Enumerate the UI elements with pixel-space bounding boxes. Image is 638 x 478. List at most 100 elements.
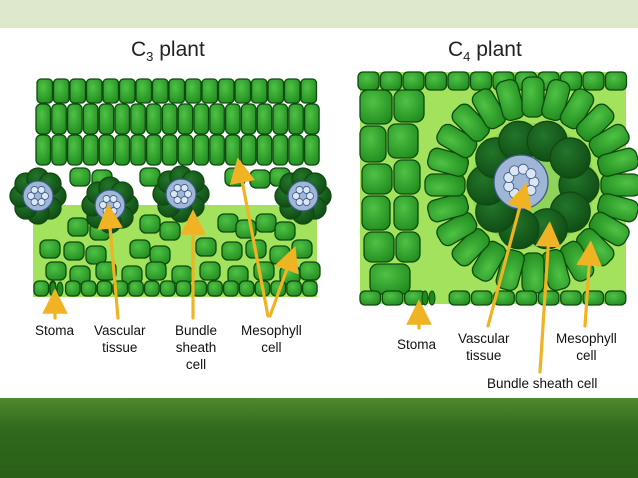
spongy-cell [217,213,239,233]
spongy-cell [159,221,181,241]
vascular-tissue [165,178,197,210]
spongy-cell [255,213,277,233]
epidermis-cell [604,71,628,91]
epidermis-cell [36,78,54,104]
epidermis-cell [469,71,493,91]
palisade-cell [161,103,178,135]
mesophyll-ring-cell [521,76,545,118]
spongy-cell [129,239,151,259]
palisade-cell [35,134,52,166]
epidermis-cell [217,78,235,104]
spongy-cell [195,237,217,257]
epidermis-cell [582,71,605,91]
c3-stoma-label: Stoma [35,323,75,338]
xylem-cell [109,195,118,203]
lower-epidermis-cell [207,280,223,297]
c3-mesophyll-arrow-2 [268,245,299,318]
slide-top-band [0,0,638,28]
c3-title: C3 plant [131,38,205,65]
palisade-cell [51,134,67,166]
palisade-cell [161,134,178,166]
palisade-cell [114,103,131,135]
spongy-cell [67,217,89,237]
mesophyll-ring-cell [600,173,638,197]
mesophyll-cell [359,89,393,125]
lower-epidermis-cell [359,290,382,306]
palisade-cell [288,103,304,135]
c4-title: C4 plant [448,38,522,65]
palisade-cell [272,134,289,166]
palisade-cell [98,134,115,166]
c4-bundle-sheath-arrow [535,221,561,374]
palisade-cell [288,134,304,166]
epidermis-cell [168,78,186,104]
mesophyll-ring-cell [588,123,630,159]
epidermis-cell [135,78,153,104]
mesophyll-ring-cell [451,103,491,143]
spongy-cell [45,261,67,281]
epidermis-cell [424,71,448,91]
epidermis-cell [447,71,470,91]
c4-lower-epidermis [359,290,627,306]
mesophyll-ring-cell [451,227,491,267]
palisade-cell [114,134,131,166]
spongy-cell [85,245,107,265]
mesophyll-ring-cell [596,147,638,177]
mesophyll-cell [395,231,421,263]
xylem-cell [292,192,300,200]
guard-cell [56,281,64,297]
epidermis-cell [357,71,380,91]
lower-epidermis-cell [175,280,192,297]
lower-epidermis-cell [560,290,582,306]
spongy-cell [299,261,321,281]
xylem-cell [302,198,311,206]
palisade-cell [66,103,83,135]
palisade-cell [130,103,146,135]
xylem-cell [41,192,49,200]
c4-mesophyll-left [359,89,425,295]
c3-palisade-layer [35,103,320,166]
xylem-cell [102,195,111,203]
spongy-cell [291,239,313,259]
mesophyll-cell [363,231,395,263]
epidermis-cell [118,78,136,104]
guard-cell [421,290,429,306]
mesophyll-cell [359,125,387,163]
bundle-sheath-cell [549,137,591,179]
spongy-cell [139,214,161,234]
palisade-cell [145,103,162,135]
lower-epidermis-cell [238,280,255,297]
palisade-cell [303,103,320,135]
epidermis-cell [201,78,219,104]
spongy-cell [269,245,291,265]
lower-epidermis-cell [470,290,493,306]
lower-epidermis-cell [493,290,515,306]
epidermis-cell [102,78,120,104]
lower-epidermis-cell [143,280,160,297]
palisade-cell [256,103,273,135]
palisade-cell [272,103,289,135]
vascular-tissue [22,180,54,212]
xylem-cell [180,184,189,192]
c4-leaf-section [357,71,638,306]
spongy-cell [149,245,171,265]
mesophyll-cell [361,163,393,195]
xylem-cell [295,198,304,206]
palisade-cell [130,134,146,166]
xylem-cell [30,198,39,206]
lower-epidermis-cell [537,290,560,306]
guard-cell [428,290,436,306]
lower-epidermis-cell [604,290,627,306]
palisade-cell [82,134,99,166]
mesophyll-ring-cell [471,88,507,130]
palisade-cell [177,103,194,135]
mesophyll-ring-cell [559,88,595,130]
lower-epidermis-cell [128,280,144,297]
palisade-cell [193,134,210,166]
c3-vascular-bundles [9,165,332,234]
mesophyll-cell [369,263,411,295]
spongy-cell [221,241,243,261]
xylem-cell [173,196,182,204]
